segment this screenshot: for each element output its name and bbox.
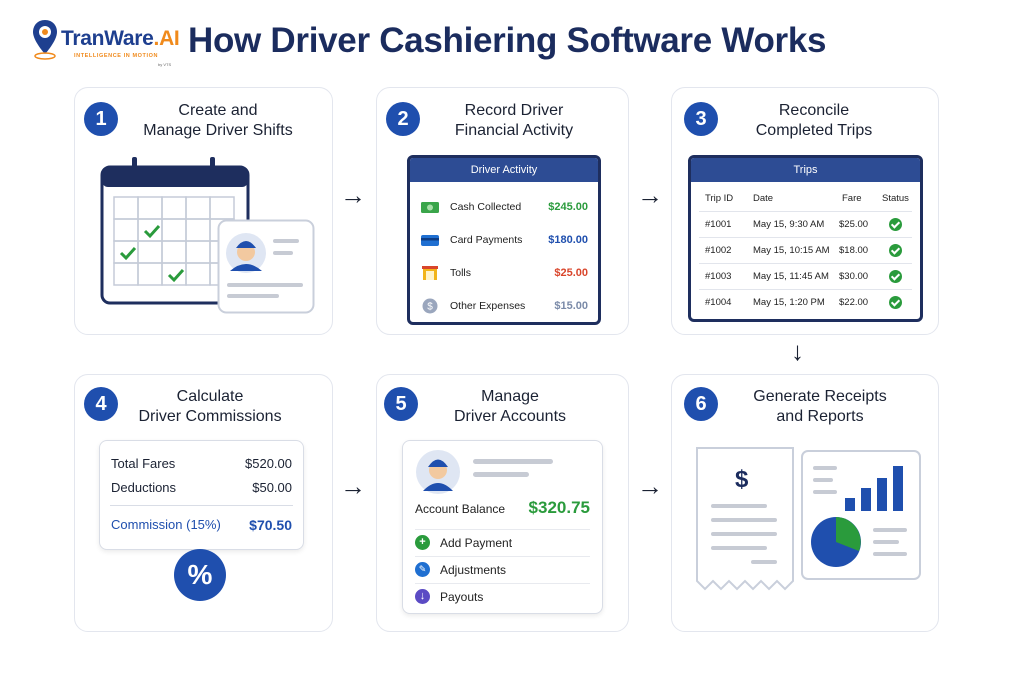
column-header: Fare — [842, 193, 862, 204]
deductions-label: Deductions — [111, 480, 177, 495]
step-badge-5: 5 — [384, 387, 418, 421]
percent-icon: % — [174, 549, 226, 601]
total-fares-value: $520.00 — [245, 456, 292, 471]
action-label: Add Payment — [440, 535, 513, 550]
location-pin-icon — [33, 20, 57, 60]
commission-summary: Total Fares $520.00 Deductions $50.00 Co… — [99, 440, 304, 550]
activity-value: $245.00 — [548, 201, 588, 213]
account-balance-label: Account Balance — [415, 502, 506, 516]
trip-date: May 15, 10:15 AM — [753, 245, 830, 256]
commission-label: Commission (15%) — [111, 517, 221, 532]
column-header: Date — [753, 193, 774, 204]
activity-label: Tolls — [450, 267, 472, 279]
download-icon: ↓ — [415, 589, 430, 604]
trip-date: May 15, 1:20 PM — [753, 297, 825, 308]
activity-row: Tolls $25.00 — [420, 258, 588, 288]
trips-panel: Trips Trip ID Date Fare Status #1001 May… — [688, 155, 923, 322]
expense-icon: $ — [420, 298, 440, 314]
deductions-row: Deductions $50.00 — [111, 480, 292, 495]
step-badge-4: 4 — [84, 387, 118, 421]
commission-value: $70.50 — [249, 517, 292, 533]
activity-value: $25.00 — [554, 267, 588, 279]
step-badge-1: 1 — [84, 102, 118, 136]
driver-activity-header: Driver Activity — [410, 158, 598, 182]
step-badge-3: 3 — [684, 102, 718, 136]
total-fares-label: Total Fares — [111, 456, 176, 471]
activity-row: Card Payments $180.00 — [420, 225, 588, 255]
step-badge-6: 6 — [684, 387, 718, 421]
flow-arrow-1-2: → — [340, 180, 366, 210]
brand-logo: TranWare.AI INTELLIGENCE IN MOTION by VT… — [30, 18, 180, 68]
status-check-icon — [889, 218, 902, 231]
trip-id: #1001 — [705, 219, 732, 230]
trips-header-row: Trip ID Date Fare Status — [699, 186, 912, 212]
activity-row: $ Other Expenses $15.00 — [420, 291, 588, 321]
brand-sub: by VTS — [158, 62, 172, 67]
dollar-symbol: $ — [735, 466, 749, 493]
calendar-icon — [100, 157, 250, 305]
activity-row: Cash Collected $245.00 — [420, 192, 588, 222]
card-icon — [420, 233, 440, 247]
svg-text:$: $ — [427, 302, 433, 313]
deductions-value: $50.00 — [252, 480, 292, 495]
step-badge-2: 2 — [386, 102, 420, 136]
toll-icon — [420, 265, 440, 280]
pencil-icon: ✎ — [415, 562, 430, 577]
action-label: Adjustments — [440, 562, 507, 577]
status-check-icon — [889, 244, 902, 257]
page-title: How Driver Cashiering Software Works — [188, 21, 827, 60]
avatar — [416, 450, 460, 494]
activity-label: Card Payments — [450, 234, 523, 246]
brand-tagline: INTELLIGENCE IN MOTION — [74, 53, 159, 59]
trip-fare: $30.00 — [839, 271, 869, 282]
table-row: #1004 May 15, 1:20 PM $22.00 — [699, 290, 912, 316]
table-row: #1001 May 15, 9:30 AM $25.00 — [699, 212, 912, 238]
trip-id: #1002 — [705, 245, 732, 256]
driver-activity-panel: Driver Activity Cash Collected $245.00 C… — [407, 155, 601, 325]
trip-fare: $22.00 — [839, 297, 869, 308]
trip-date: May 15, 9:30 AM — [753, 219, 825, 230]
activity-label: Other Expenses — [450, 300, 526, 312]
total-fares-row: Total Fares $520.00 — [111, 456, 292, 471]
trip-date: May 15, 11:45 AM — [753, 271, 829, 282]
status-check-icon — [889, 296, 902, 309]
account-balance-value: $320.75 — [528, 498, 590, 517]
cash-icon — [420, 200, 440, 214]
payouts-button[interactable]: ↓ Payouts — [415, 583, 590, 609]
flow-arrow-3-6: ↓ — [791, 336, 804, 366]
add-payment-button[interactable]: + Add Payment — [415, 529, 590, 555]
table-row: #1003 May 15, 11:45 AM $30.00 — [699, 264, 912, 290]
activity-value: $180.00 — [548, 234, 588, 246]
status-check-icon — [889, 270, 902, 283]
plus-icon: + — [415, 535, 430, 550]
flow-arrow-5-6: → — [637, 471, 663, 501]
commission-row: Commission (15%) $70.50 — [111, 517, 292, 533]
flow-arrow-2-3: → — [637, 180, 663, 210]
table-row: #1002 May 15, 10:15 AM $18.00 — [699, 238, 912, 264]
driver-account-panel: Account Balance $320.75 + Add Payment ✎ … — [402, 440, 603, 614]
column-header: Trip ID — [705, 193, 734, 204]
trips-table: Trip ID Date Fare Status #1001 May 15, 9… — [699, 186, 912, 316]
column-header: Status — [882, 193, 909, 204]
receipt-icon — [696, 447, 794, 591]
action-label: Payouts — [440, 589, 484, 604]
adjustments-button[interactable]: ✎ Adjustments — [415, 556, 590, 582]
brand-name: TranWare.AI — [61, 27, 180, 50]
trips-header: Trips — [691, 158, 920, 182]
driver-id-card-icon — [217, 219, 315, 314]
trip-id: #1004 — [705, 297, 732, 308]
trip-fare: $18.00 — [839, 245, 869, 256]
trip-fare: $25.00 — [839, 219, 869, 230]
report-chart-icon — [801, 450, 921, 580]
activity-label: Cash Collected — [450, 201, 522, 213]
flow-arrow-4-5: → — [340, 471, 366, 501]
activity-value: $15.00 — [554, 300, 588, 312]
trip-id: #1003 — [705, 271, 732, 282]
